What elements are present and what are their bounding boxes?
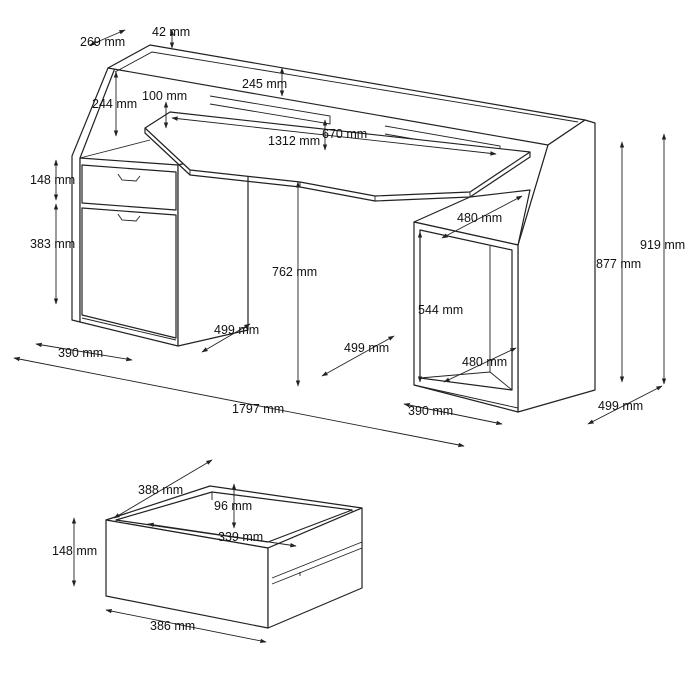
- dim-label-base-depth: 499 mm: [344, 341, 389, 355]
- dim-label-total-depth: 499 mm: [598, 399, 643, 413]
- dim-label-compartment-height: 544 mm: [418, 303, 463, 317]
- dim-label-cabinet-width-left: 390 mm: [58, 346, 103, 360]
- dim-label-desk-height: 762 mm: [272, 265, 317, 279]
- dim-label-shelf-gap: 100 mm: [142, 89, 187, 103]
- dim-label-cabinet-width-right: 390 mm: [408, 404, 453, 418]
- desk-dimensions: 269 mm 42 mm 244 mm 100 mm 245 mm 670 mm…: [13, 25, 685, 448]
- dim-label-drawer-depth: 388 mm: [138, 483, 183, 497]
- dim-label-drawer-height: 148 mm: [52, 544, 97, 558]
- dim-label-depth-top: 269 mm: [80, 35, 125, 49]
- dim-label-drawer-inner-height: 96 mm: [214, 499, 252, 513]
- dim-label-side-height: 877 mm: [596, 257, 641, 271]
- dim-label-cabinet-depth-left: 499 mm: [214, 323, 259, 337]
- dim-label-shelf-depth: 245 mm: [242, 77, 287, 91]
- drawer-front: [81, 164, 177, 211]
- dim-label-desk-depth-right: 670 mm: [322, 127, 367, 141]
- drawer-dimensions: 388 mm 96 mm 339 mm 148 mm 386 mm: [52, 459, 297, 644]
- dim-label-top-thickness: 42 mm: [152, 25, 190, 39]
- dim-label-total-width: 1797 mm: [232, 402, 284, 416]
- dim-label-compartment-depth-bottom: 480 mm: [462, 355, 507, 369]
- dim-label-shelf-height: 244 mm: [92, 97, 137, 111]
- door-handle: [117, 213, 141, 222]
- dim-label-compartment-depth-top: 480 mm: [457, 211, 502, 225]
- right-side-panel: [517, 119, 596, 413]
- drawer-handle: [117, 173, 141, 182]
- cabinet-door: [81, 207, 177, 339]
- dim-label-drawer-width: 386 mm: [150, 619, 195, 633]
- dim-label-drawer-height: 148 mm: [30, 173, 75, 187]
- dim-label-total-height: 919 mm: [640, 238, 685, 252]
- dim-label-desk-width-inner: 1312 mm: [268, 134, 320, 148]
- dim-label-door-height: 383 mm: [30, 237, 75, 251]
- dim-label-drawer-inner-width: 339 mm: [218, 530, 263, 544]
